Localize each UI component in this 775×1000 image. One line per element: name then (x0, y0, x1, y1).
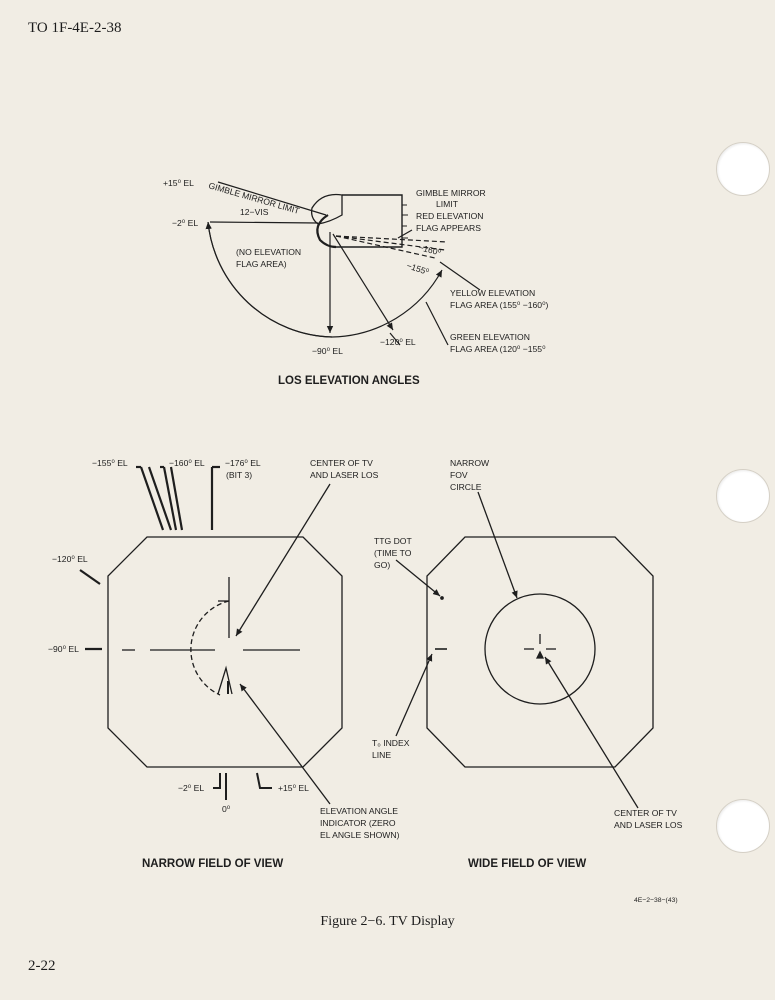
minus120-el-label: −120⁰ EL (380, 337, 416, 347)
red-elevation-label: RED ELEVATION (416, 211, 484, 221)
binder-hole-middle (716, 469, 770, 523)
flag-appears-label: FLAG APPEARS (416, 223, 481, 233)
twelve-vis-label: 12−VIS (240, 207, 269, 217)
wide-fov-labels: NARROW FOV CIRCLE TTG DOT (TIME TO GO) T… (372, 458, 683, 870)
zero-label: 0⁰ (222, 804, 231, 814)
pod-housing (335, 194, 403, 248)
minus90-el-label: −90⁰ EL (48, 644, 79, 654)
gimble-mirror-label: GIMBLE MIRROR (416, 188, 486, 198)
plus15-el-label: +15⁰ EL (278, 783, 309, 793)
ttg-dot-label-line3: GO) (374, 560, 390, 570)
ttg-dot-label-line2: (TIME TO (374, 548, 412, 558)
green-flag-area-label: FLAG AREA (120⁰ −155⁰ (450, 344, 546, 354)
elevation-arc (207, 221, 443, 338)
green-elevation-label: GREEN ELEVATION (450, 332, 530, 342)
figure-caption: Figure 2−6. TV Display (320, 914, 455, 929)
flag-area-label: FLAG AREA) (236, 259, 287, 269)
ttg-dot (440, 596, 444, 600)
limit-label: LIMIT (436, 199, 459, 209)
narrow-fov-circle-label-line3: CIRCLE (450, 482, 482, 492)
wide-fov-title: WIDE FIELD OF VIEW (468, 858, 586, 870)
narrow-fov-labels: −155⁰ EL −160⁰ EL −176⁰ EL (BIT 3) CENTE… (48, 458, 400, 870)
figure-code: 4E−2−38−(43) (634, 897, 678, 904)
narrow-fov-display (79, 465, 343, 805)
binder-hole-bottom (716, 799, 770, 853)
wide-fov-screen-outline (426, 536, 654, 768)
minus155-label: −155⁰ (405, 260, 430, 277)
yellow-flag-area-label: FLAG AREA (155⁰ −160⁰) (450, 300, 549, 310)
ttg-dot-label-line1: TTG DOT (374, 536, 412, 546)
los-elevation-title: LOS ELEVATION ANGLES (278, 375, 420, 387)
no-elevation-label: (NO ELEVATION (236, 247, 301, 257)
narrow-fov-circle-label-line1: NARROW (450, 458, 490, 468)
elevation-arc-dashed (190, 600, 230, 696)
minus155-el-label: −155⁰ EL (92, 458, 128, 468)
gimble-mirror (310, 193, 343, 225)
bit3-label: (BIT 3) (226, 470, 252, 480)
minus160-label: −160⁰ (418, 242, 443, 257)
t0-index-label-line2: LINE (372, 750, 391, 760)
narrow-fov-screen-outline (107, 536, 343, 768)
center-tv-label-line1: CENTER OF TV (614, 808, 677, 818)
minus2-el-label: −2⁰ EL (172, 218, 198, 228)
binder-hole-top (716, 142, 770, 196)
page-number: 2-22 (28, 958, 56, 974)
los-elevation-diagram (205, 181, 481, 346)
minus120-los-line (332, 233, 394, 331)
narrow-fov-circle (484, 593, 596, 705)
center-tv-label-line2: AND LASER LOS (614, 820, 683, 830)
plus15-el-label: +15⁰ EL (163, 178, 194, 188)
minus2-los-line (209, 221, 319, 224)
center-tv-label-line2: AND LASER LOS (310, 470, 379, 480)
center-tv-label-line1: CENTER OF TV (310, 458, 373, 468)
minus160-el-label: −160⁰ EL (169, 458, 205, 468)
narrow-fov-title: NARROW FIELD OF VIEW (142, 858, 283, 870)
minus120-el-label: −120⁰ EL (52, 554, 88, 564)
elevation-angle-indicator (217, 665, 233, 695)
minus176-el-label: −176⁰ EL (225, 458, 261, 468)
minus90-el-label: −90⁰ EL (312, 346, 343, 356)
document-number: TO 1F-4E-2-38 (28, 20, 122, 36)
los-elevation-labels: +15⁰ EL GIMBLE MIRROR LIMIT −2⁰ EL 12−VI… (163, 178, 549, 387)
plus15-los-line (217, 181, 327, 216)
elevation-indicator-label-line3: EL ANGLE SHOWN) (320, 830, 400, 840)
elevation-indicator-label-line2: INDICATOR (ZERO (320, 818, 396, 828)
narrow-fov-circle-label-line2: FOV (450, 470, 468, 480)
wide-fov-display (395, 491, 654, 809)
minus2-el-label: −2⁰ EL (178, 783, 204, 793)
t0-index-label-line1: T₀ INDEX (372, 738, 410, 748)
yellow-elevation-label: YELLOW ELEVATION (450, 288, 535, 298)
elevation-indicator-label-line1: ELEVATION ANGLE (320, 806, 398, 816)
